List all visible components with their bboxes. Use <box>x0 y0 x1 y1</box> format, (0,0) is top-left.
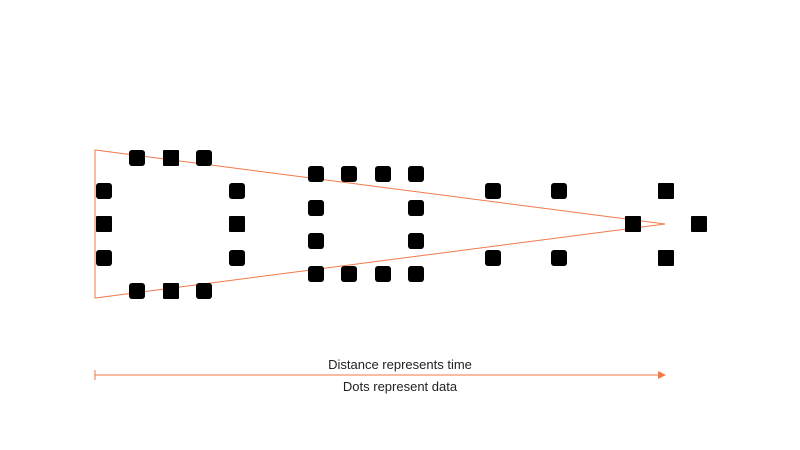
data-dot <box>341 166 357 182</box>
data-dot <box>163 150 179 166</box>
data-dot <box>308 200 324 216</box>
data-dot <box>341 266 357 282</box>
data-dot <box>658 250 674 266</box>
data-dot <box>308 166 324 182</box>
data-dot <box>308 233 324 249</box>
data-dot <box>229 250 245 266</box>
data-dot <box>658 183 674 199</box>
perspective-wedge <box>94 149 666 299</box>
time-arrow <box>94 370 666 380</box>
data-dot <box>375 266 391 282</box>
time-arrow-head <box>658 371 666 379</box>
dot-group-near <box>96 150 245 299</box>
data-dot <box>408 200 424 216</box>
data-dot <box>408 166 424 182</box>
data-dot <box>691 216 707 232</box>
data-dot <box>96 216 112 232</box>
data-dot <box>229 183 245 199</box>
data-dot <box>375 166 391 182</box>
data-dot <box>485 183 501 199</box>
distance-label: Distance represents time <box>328 357 472 372</box>
data-dot <box>196 150 212 166</box>
data-dot <box>308 266 324 282</box>
dot-group-middle <box>308 166 424 282</box>
data-dot <box>408 233 424 249</box>
data-dot <box>485 250 501 266</box>
data-dot <box>551 250 567 266</box>
data-dot <box>229 216 245 232</box>
data-dot <box>625 216 641 232</box>
dot-group-furthest <box>625 183 707 266</box>
data-dot <box>129 283 145 299</box>
data-dot <box>408 266 424 282</box>
data-dot <box>129 150 145 166</box>
dots-label: Dots represent data <box>342 379 458 394</box>
data-dot <box>163 283 179 299</box>
data-dot <box>196 283 212 299</box>
dot-group-far <box>485 183 567 266</box>
data-dot <box>96 183 112 199</box>
data-dot <box>551 183 567 199</box>
data-dot <box>96 250 112 266</box>
